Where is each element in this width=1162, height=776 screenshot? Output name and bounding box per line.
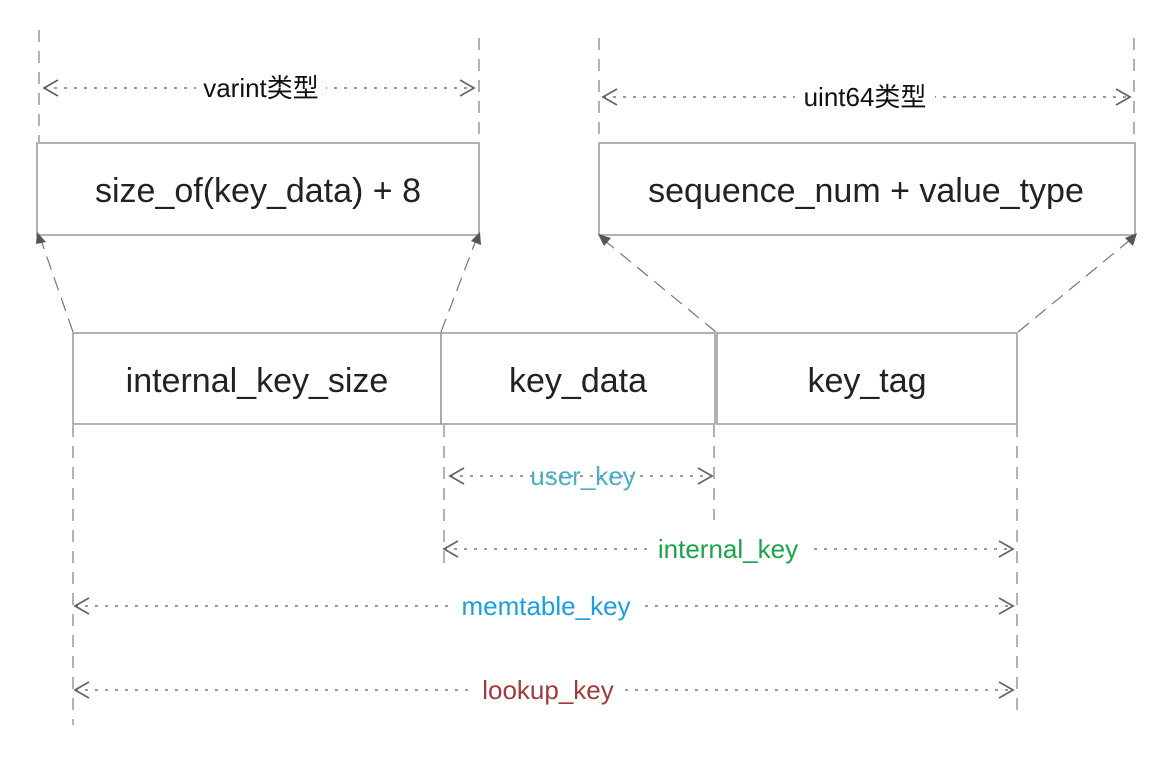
- arrowhead-icon: [36, 232, 46, 244]
- lookup-key-span: lookup_key: [73, 671, 1015, 709]
- arrowhead-icon: [1125, 233, 1137, 246]
- uint64-type-label: uint64类型: [804, 82, 927, 112]
- uint64-span: uint64类型: [601, 77, 1132, 115]
- user-key-span: user_key: [448, 461, 714, 491]
- segment-label: key_tag: [807, 362, 926, 400]
- expansion-connectors: [36, 232, 1137, 333]
- arrowhead-icon: [471, 232, 481, 245]
- varint-type-label: varint类型: [203, 73, 319, 103]
- key-tag-segment: key_tag: [716, 332, 1018, 425]
- uint64-box-label: sequence_num + value_type: [648, 172, 1084, 210]
- varint-box: size_of(key_data) + 8: [36, 142, 480, 236]
- user-key-label: user_key: [530, 461, 636, 491]
- arrowhead-icon: [598, 234, 611, 246]
- varint-box-label: size_of(key_data) + 8: [95, 172, 421, 210]
- internal-key-label: internal_key: [658, 534, 798, 564]
- key-data-segment: key_data: [440, 332, 716, 425]
- segment-label: internal_key_size: [126, 362, 389, 400]
- memtable-key-label: memtable_key: [461, 591, 630, 621]
- internal-key-size-segment: internal_key_size: [72, 332, 442, 425]
- segment-label: key_data: [509, 362, 647, 400]
- varint-span: varint类型: [42, 68, 476, 106]
- internal-key-span: internal_key: [442, 530, 1015, 568]
- guide-lines: [38, 30, 1135, 725]
- memtable-key-span: memtable_key: [73, 587, 1015, 625]
- lookup-key-label: lookup_key: [482, 675, 614, 705]
- uint64-box: sequence_num + value_type: [598, 142, 1136, 236]
